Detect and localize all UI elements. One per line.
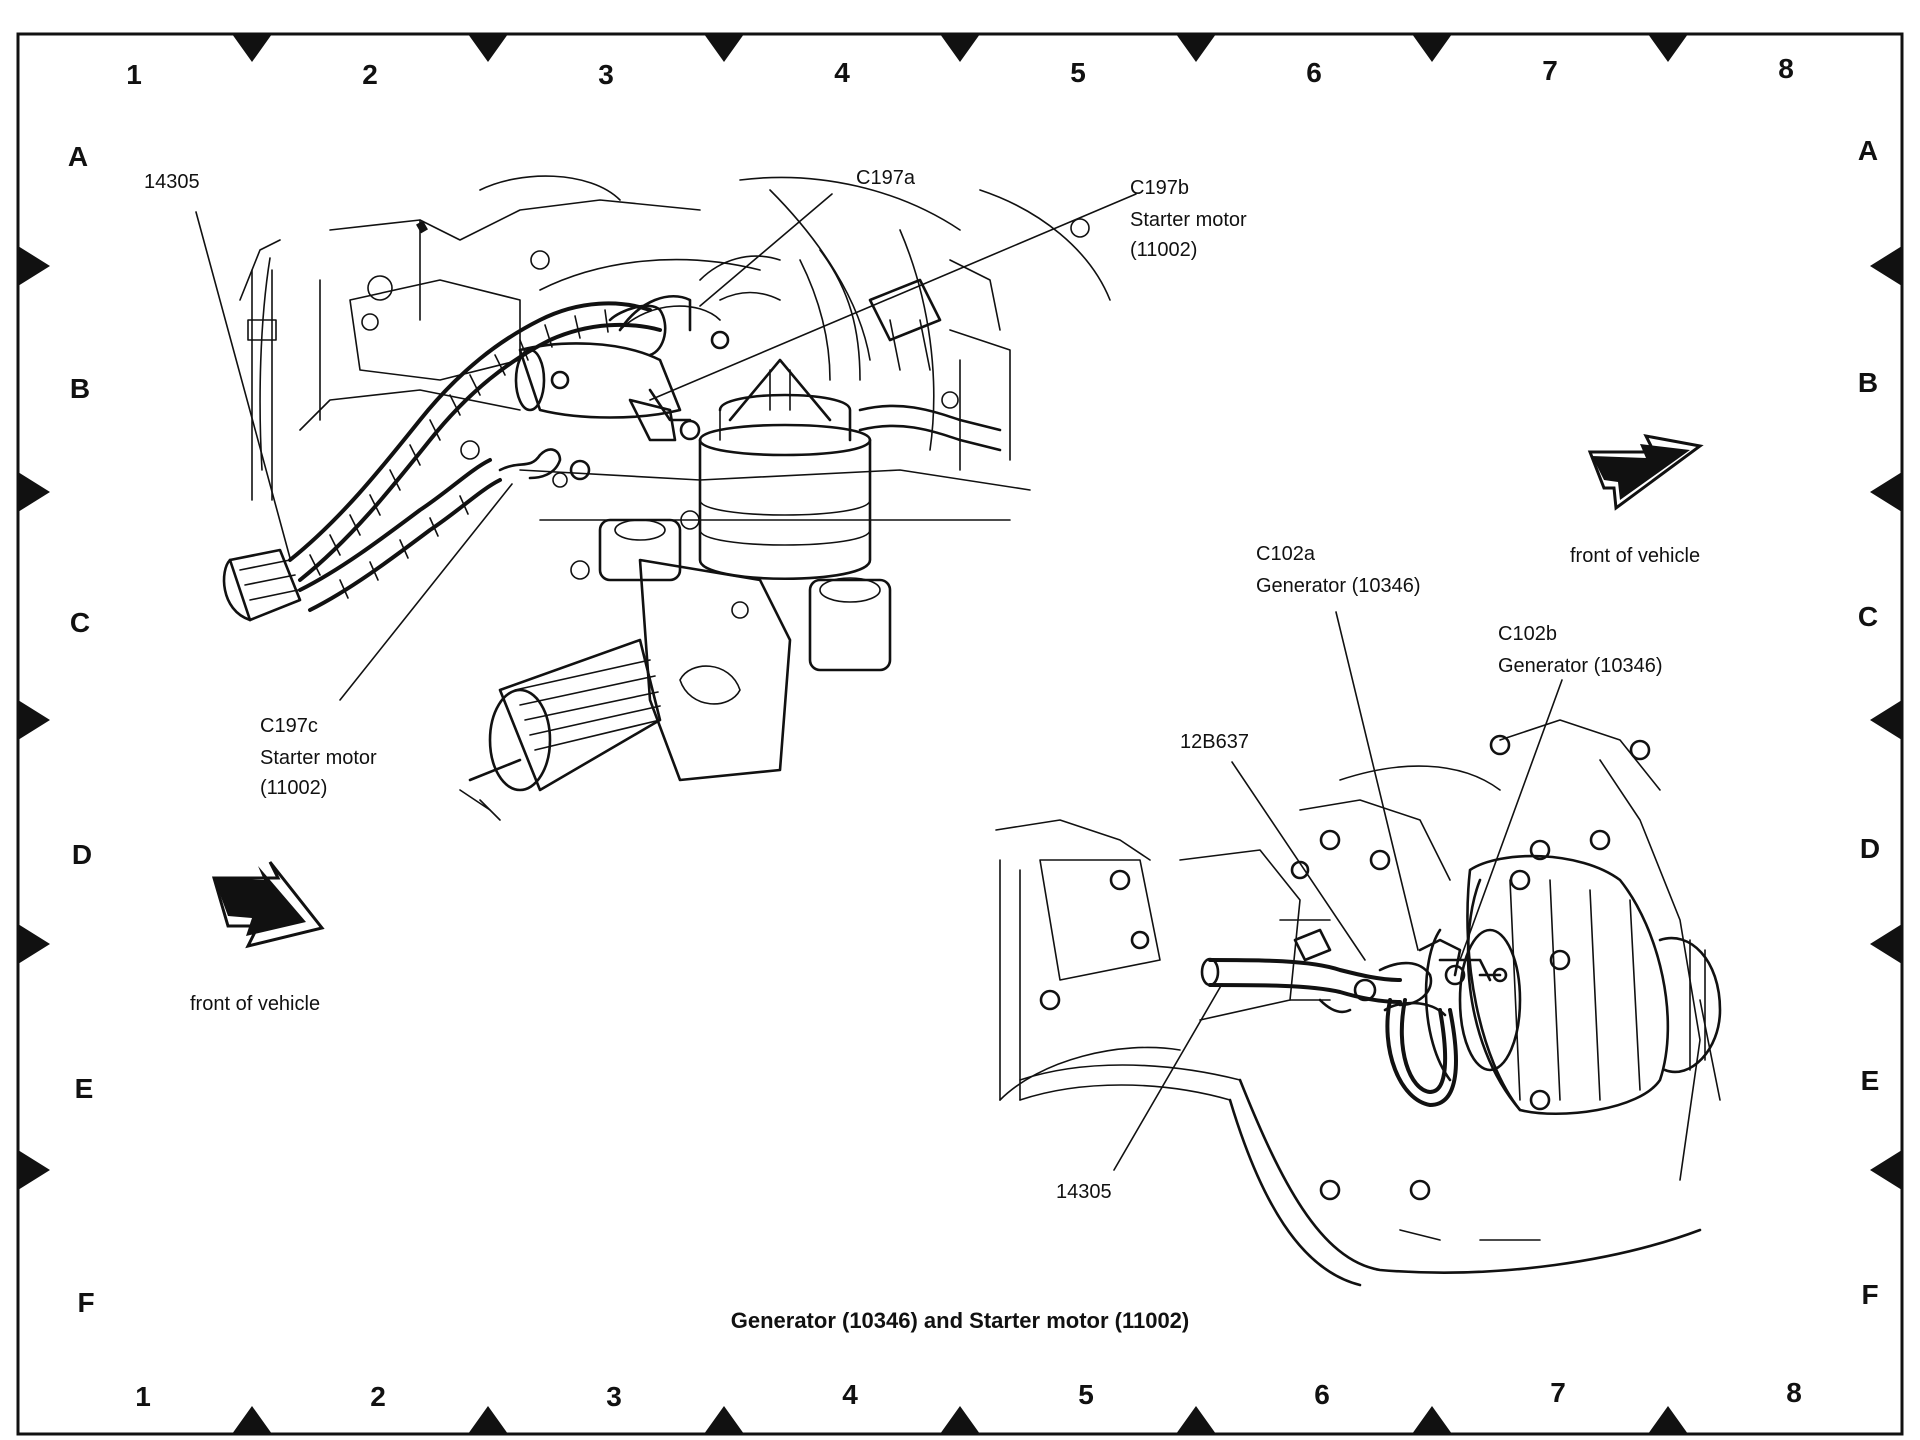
col-label-top-4: 4: [834, 57, 850, 88]
label-c102a-desc: Generator (10346): [1256, 575, 1421, 597]
col-label-top-7: 7: [1542, 55, 1558, 86]
label-c102a-id: C102a: [1256, 543, 1316, 565]
label-14305-bottom: 14305: [1056, 1181, 1112, 1203]
small-dark-marker: [416, 220, 428, 234]
row-label-left-e: E: [75, 1073, 94, 1104]
label-front-of-vehicle-right: front of vehicle: [1570, 545, 1700, 567]
col-label-top-1: 1: [126, 59, 142, 90]
front-arrow-right-icon: [1587, 433, 1704, 511]
right-grid-markers: [1870, 246, 1902, 1190]
front-arrow-left-icon: [212, 861, 325, 949]
top-grid-markers: [232, 34, 1688, 62]
col-label-bottom-5: 5: [1078, 1379, 1094, 1410]
row-label-left-a: A: [68, 141, 88, 172]
starter-motor-illustration: [222, 175, 1111, 821]
row-label-left-f: F: [77, 1287, 94, 1318]
col-label-bottom-7: 7: [1550, 1377, 1566, 1408]
label-front-of-vehicle-left: front of vehicle: [190, 993, 320, 1015]
callout-labels: 14305 C197a C197b Starter motor (11002) …: [144, 167, 1700, 1203]
col-label-top-2: 2: [362, 59, 378, 90]
label-c197c-part: (11002): [260, 777, 327, 799]
row-label-right-e: E: [1861, 1065, 1880, 1096]
left-grid-markers: [18, 246, 50, 1190]
label-c197c-id: C197c: [260, 715, 318, 737]
row-label-right-a: A: [1858, 135, 1878, 166]
label-c197b-desc: Starter motor: [1130, 209, 1247, 231]
col-label-top-6: 6: [1306, 57, 1322, 88]
generator-illustration: [995, 719, 1722, 1287]
row-label-right-c: C: [1858, 601, 1878, 632]
top-column-labels: 1 2 3 4 5 6 7 8: [126, 53, 1794, 90]
label-14305-top: 14305: [144, 171, 200, 193]
label-c197b-part: (11002): [1130, 239, 1197, 261]
row-label-right-b: B: [1858, 367, 1878, 398]
right-row-labels: A B C D E F: [1858, 135, 1880, 1310]
col-label-bottom-6: 6: [1314, 1379, 1330, 1410]
label-c197a: C197a: [856, 167, 916, 189]
bottom-column-labels: 1 2 3 4 5 6 7 8: [135, 1377, 1802, 1412]
bottom-right-leader-lines: [1113, 611, 1563, 1171]
label-c197c-desc: Starter motor: [260, 747, 377, 769]
col-label-bottom-1: 1: [135, 1381, 151, 1412]
bottom-grid-markers: [232, 1406, 1688, 1434]
col-label-bottom-2: 2: [370, 1381, 386, 1412]
row-label-left-d: D: [72, 839, 92, 870]
label-c102b-desc: Generator (10346): [1498, 655, 1663, 677]
col-label-bottom-4: 4: [842, 1379, 858, 1410]
row-label-left-b: B: [70, 373, 90, 404]
top-left-leader-lines: [195, 193, 1137, 701]
row-label-right-d: D: [1860, 833, 1880, 864]
label-c197b-id: C197b: [1130, 177, 1189, 199]
diagram-title: Generator (10346) and Starter motor (110…: [731, 1308, 1190, 1333]
label-c102b-id: C102b: [1498, 623, 1557, 645]
row-label-right-f: F: [1861, 1279, 1878, 1310]
row-label-left-c: C: [70, 607, 90, 638]
col-label-bottom-3: 3: [606, 1381, 622, 1412]
col-label-top-5: 5: [1070, 57, 1086, 88]
label-12b637: 12B637: [1180, 731, 1249, 753]
col-label-top-3: 3: [598, 59, 614, 90]
left-row-labels: A B C D E F: [68, 141, 95, 1318]
col-label-bottom-8: 8: [1786, 1377, 1802, 1408]
col-label-top-8: 8: [1778, 53, 1794, 84]
